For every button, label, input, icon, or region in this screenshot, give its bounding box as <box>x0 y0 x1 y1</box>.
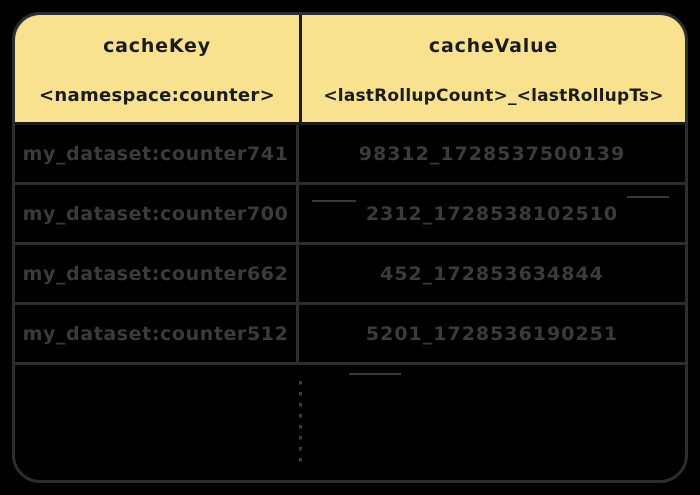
table-row: my_dataset:counter700 2312_1728538102510 <box>15 185 685 245</box>
cache-key-cell: my_dataset:counter662 <box>15 245 299 302</box>
cache-key-cell: my_dataset:counter741 <box>15 125 299 182</box>
cachevalue-format-label: <lastRollupCount>_<lastRollupTs> <box>323 86 664 106</box>
ellipsis-dotted-divider <box>299 381 302 469</box>
cachekey-column-title: cacheKey <box>103 35 211 57</box>
cachevalue-column-title: cacheValue <box>428 35 559 57</box>
cache-value-cell: 452_172853634844 <box>380 262 604 285</box>
table-row: my_dataset:counter512 5201_1728536190251 <box>15 305 685 365</box>
cache-table: cacheKey <namespace:counter> cacheValue … <box>12 12 688 483</box>
table-row: my_dataset:counter741 98312_172853750013… <box>15 125 685 185</box>
cache-value-cell: 5201_1728536190251 <box>365 322 619 345</box>
sketch-stroke <box>349 373 401 375</box>
cache-value-cell: 2312_1728538102510 <box>365 202 619 225</box>
cache-key-cell: my_dataset:counter700 <box>15 185 299 242</box>
table-row: my_dataset:counter662 452_172853634844 <box>15 245 685 305</box>
cachekey-format-label: <namespace:counter> <box>39 85 275 106</box>
table-header-row: cacheKey <namespace:counter> cacheValue … <box>15 15 685 125</box>
header-cell-cachevalue: cacheValue <lastRollupCount>_<lastRollup… <box>302 15 685 122</box>
sketch-stroke <box>627 196 669 198</box>
cache-key-cell: my_dataset:counter512 <box>15 305 299 362</box>
sketch-stroke <box>312 200 356 202</box>
header-cell-cachekey: cacheKey <namespace:counter> <box>15 15 302 122</box>
cache-value-cell: 98312_1728537500139 <box>358 142 626 165</box>
